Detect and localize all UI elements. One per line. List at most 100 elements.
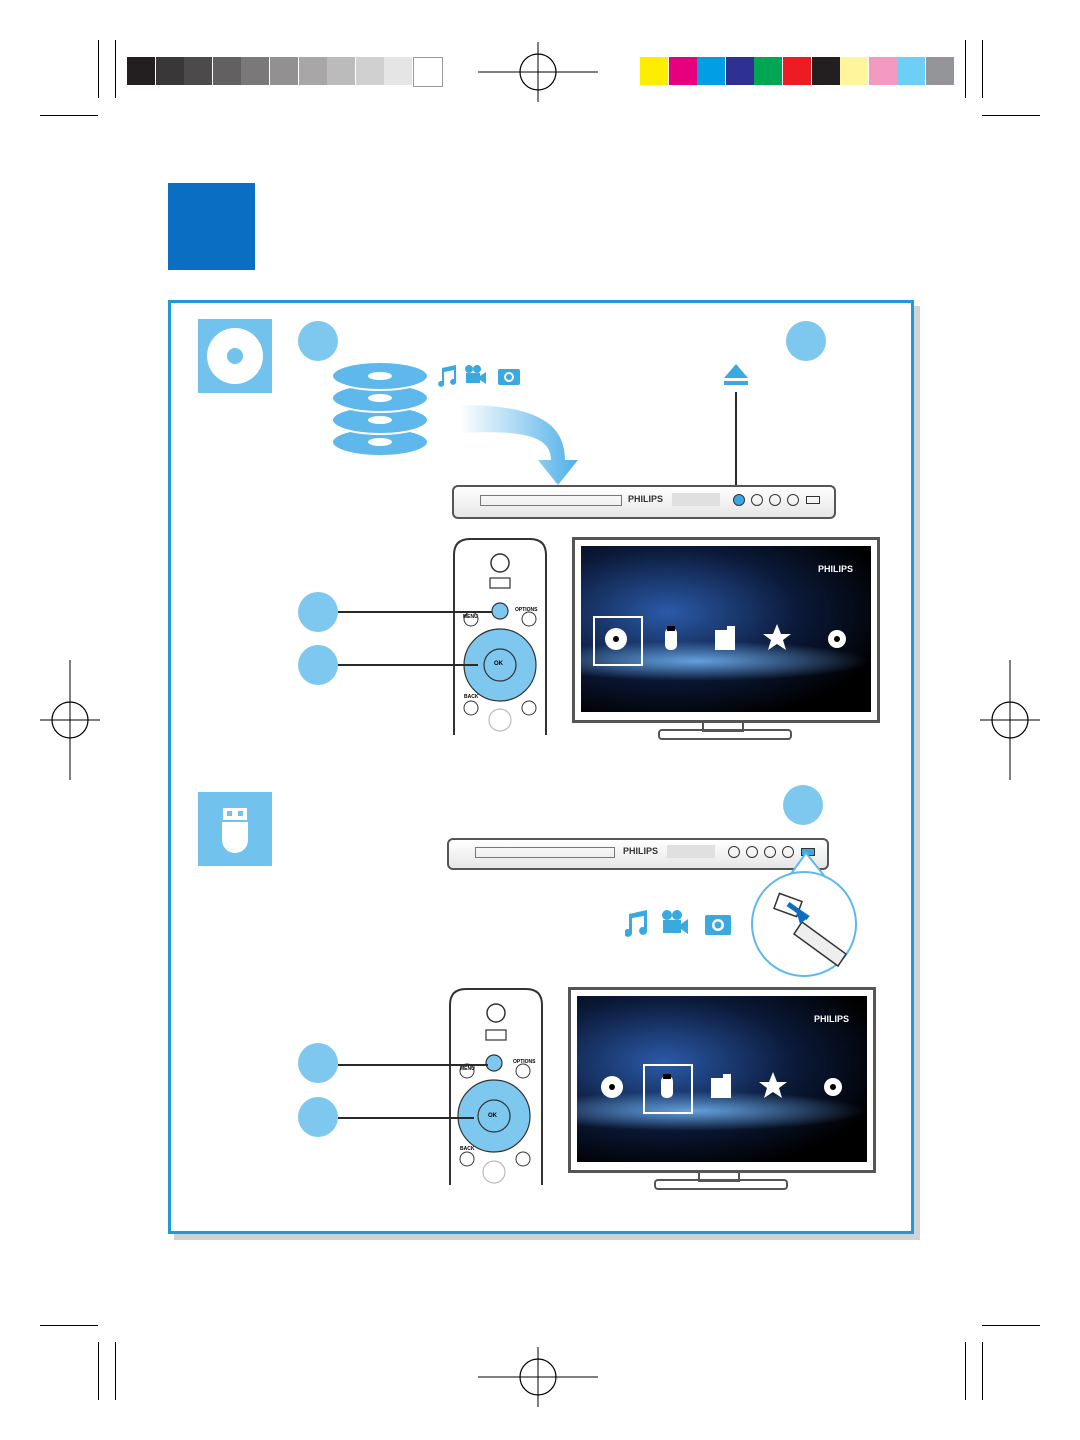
selected-menu-frame xyxy=(593,616,643,666)
step-badge xyxy=(298,645,338,685)
leader-line xyxy=(735,392,737,495)
step-badge xyxy=(783,785,823,825)
home-menu-icons xyxy=(605,624,846,650)
crop-mark xyxy=(965,40,966,98)
player-brand: PHILIPS xyxy=(623,846,659,856)
calibration-swatch xyxy=(640,57,668,85)
calibration-swatch xyxy=(783,57,811,85)
remote-control xyxy=(453,538,547,735)
back-label: BACK xyxy=(464,694,479,700)
step-badge xyxy=(298,321,338,361)
calibration-swatch xyxy=(155,57,184,85)
selected-menu-frame xyxy=(643,1064,693,1114)
eject-icon xyxy=(724,364,748,385)
remote-control xyxy=(449,988,543,1185)
chapter-number-box xyxy=(168,183,255,270)
crop-mark xyxy=(982,1342,983,1400)
ok-label: OK xyxy=(488,1113,497,1119)
leader-line xyxy=(338,1064,488,1066)
options-label: OPTIONS xyxy=(513,1059,536,1065)
tv-stand xyxy=(654,1179,788,1190)
usb-section-icon xyxy=(198,792,272,866)
registration-mark xyxy=(980,660,1040,780)
calibration-swatch xyxy=(668,57,697,85)
calibration-swatch xyxy=(384,57,413,85)
stop-button[interactable] xyxy=(764,846,776,858)
usb-port[interactable] xyxy=(806,496,820,504)
ok-key xyxy=(483,648,517,682)
calibration-swatch xyxy=(840,57,869,85)
power-button-icon xyxy=(490,553,510,573)
step-badge xyxy=(298,592,338,632)
crop-mark xyxy=(982,1325,1040,1326)
play-button[interactable] xyxy=(746,846,758,858)
stop-button[interactable] xyxy=(769,494,781,506)
crop-mark xyxy=(115,40,116,98)
disc-section-icon xyxy=(198,319,272,393)
eject-button[interactable] xyxy=(733,494,745,506)
calibration-swatch xyxy=(241,57,270,85)
calibration-swatch xyxy=(127,57,155,85)
step-badge xyxy=(298,1097,338,1137)
disc-stack-illustration xyxy=(331,361,429,457)
calibration-swatch xyxy=(754,57,783,85)
ok-label: OK xyxy=(494,661,503,667)
calibration-swatch xyxy=(355,57,384,85)
tv-screen: PHILIPS xyxy=(577,996,867,1162)
media-type-icons xyxy=(438,365,520,387)
crop-mark xyxy=(982,40,983,98)
tv-screen: PHILIPS xyxy=(581,546,871,712)
tv-neck xyxy=(702,720,744,732)
calibration-swatch xyxy=(184,57,213,85)
calibration-swatch xyxy=(897,57,926,85)
calibration-swatch xyxy=(413,57,443,87)
calibration-swatch xyxy=(212,57,241,85)
crop-mark xyxy=(965,1342,966,1400)
crop-mark xyxy=(40,115,98,116)
options-label: OPTIONS xyxy=(515,607,538,613)
crop-mark xyxy=(982,115,1040,116)
calibration-swatch xyxy=(811,57,840,85)
crop-mark xyxy=(115,1342,116,1400)
play-button[interactable] xyxy=(751,494,763,506)
menu-label: MENU xyxy=(463,614,478,620)
disc-tray xyxy=(480,495,622,506)
crop-mark xyxy=(98,1342,99,1400)
home-key xyxy=(491,602,509,620)
leader-line xyxy=(338,664,478,666)
tv: PHILIPS xyxy=(568,987,876,1173)
power-button[interactable] xyxy=(787,494,799,506)
step-badge xyxy=(786,321,826,361)
registration-mark xyxy=(478,42,598,102)
tv-brand: PHILIPS xyxy=(817,564,853,574)
crop-mark xyxy=(98,40,99,98)
player-display xyxy=(672,493,720,506)
step-badge xyxy=(298,1043,338,1083)
player-brand: PHILIPS xyxy=(628,494,664,504)
power-button[interactable] xyxy=(782,846,794,858)
back-label: BACK xyxy=(460,1146,475,1152)
disc-tray xyxy=(475,847,615,858)
home-menu-icons xyxy=(601,1072,842,1098)
insert-arrow xyxy=(460,405,578,485)
calibration-swatch xyxy=(725,57,754,85)
calibration-swatch xyxy=(868,57,897,85)
tv-stand xyxy=(658,729,792,740)
leader-line xyxy=(338,1117,474,1119)
tv-brand: PHILIPS xyxy=(813,1014,849,1024)
registration-mark xyxy=(40,660,100,780)
player-display xyxy=(667,845,715,858)
eject-key xyxy=(489,577,511,589)
calibration-swatch xyxy=(697,57,726,85)
tv: PHILIPS xyxy=(572,537,880,723)
leader-line xyxy=(338,611,492,613)
usb-icon xyxy=(222,808,248,853)
disc-icon xyxy=(207,328,263,384)
eject-button[interactable] xyxy=(728,846,740,858)
calibration-swatch xyxy=(270,57,298,85)
calibration-swatch xyxy=(926,57,954,85)
media-type-icons xyxy=(625,910,731,937)
menu-label: MENU xyxy=(460,1066,475,1072)
calibration-swatch xyxy=(298,57,327,85)
